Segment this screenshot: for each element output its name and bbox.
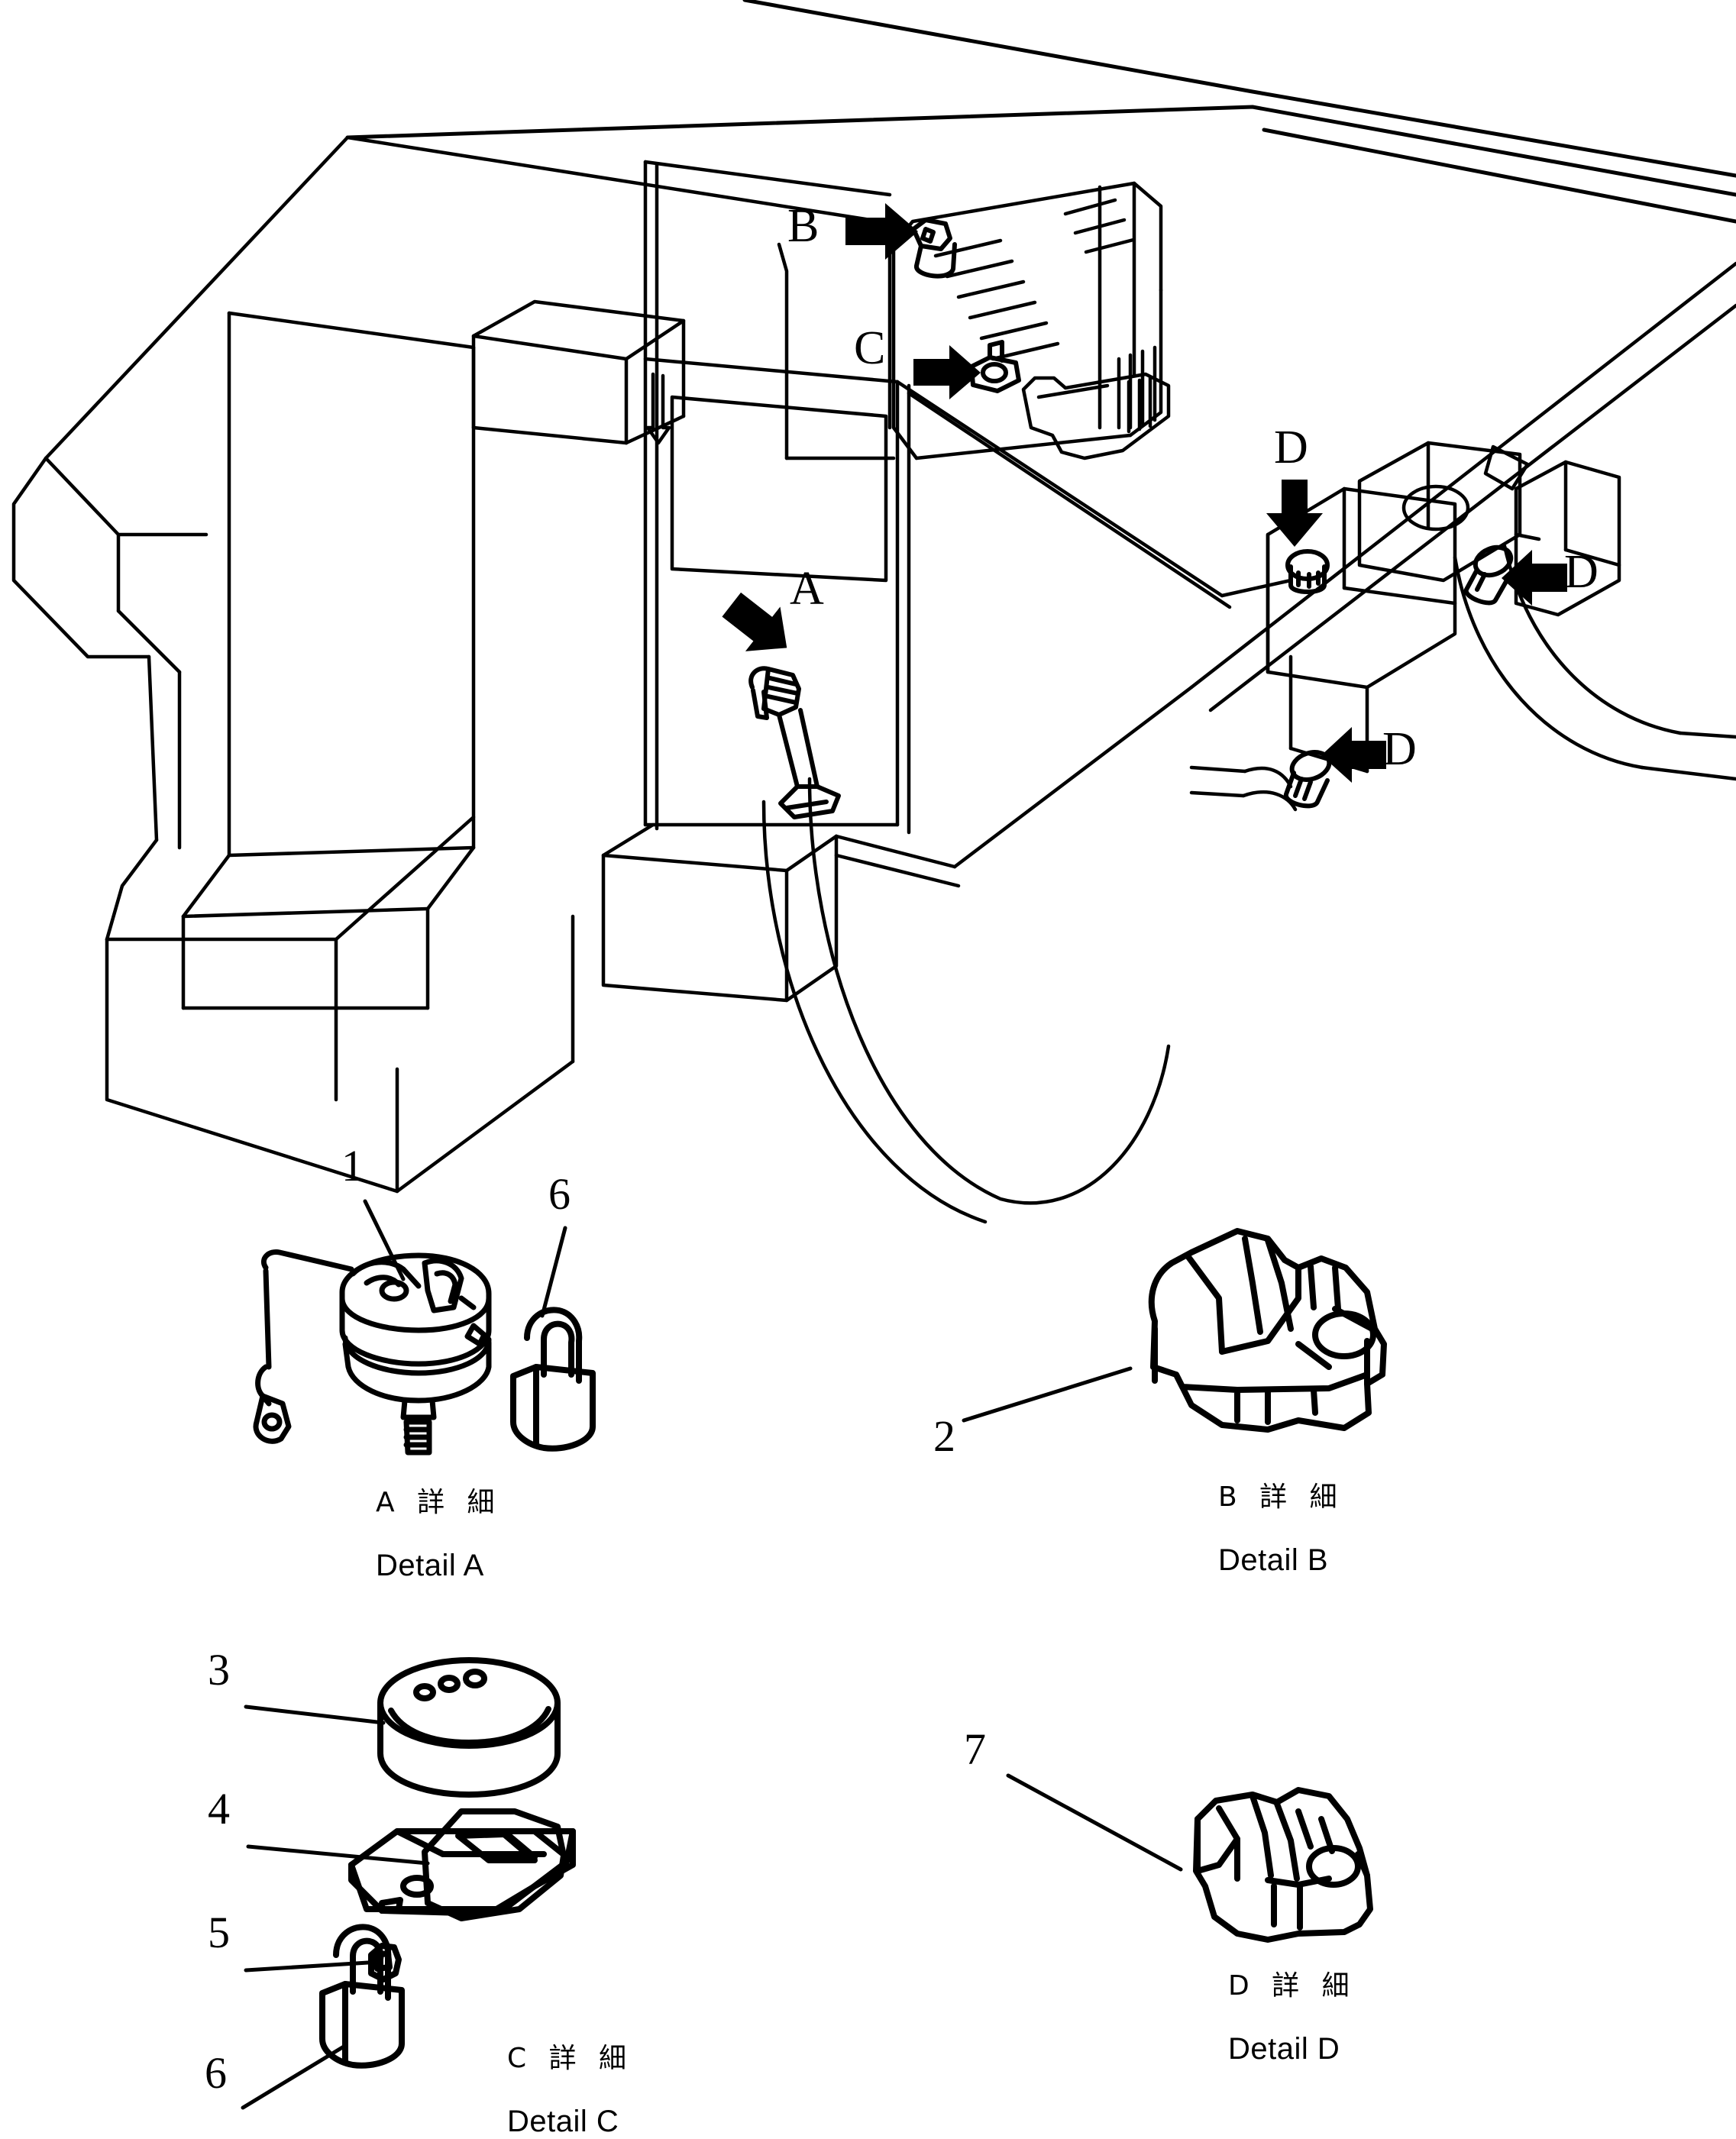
- callout-letter-d-right: D: [1564, 546, 1599, 598]
- part-number-6-detail-a: 6: [548, 1169, 571, 1219]
- detail-d-caption-jp: D 詳 細: [1228, 1969, 1356, 2002]
- callout-letter-d-lower: D: [1382, 723, 1417, 775]
- callout-arrows: [722, 203, 1567, 783]
- detail-d-caption: D 詳 細 Detail D: [1228, 1944, 1356, 2094]
- part-number-2: 2: [933, 1411, 955, 1461]
- callout-letter-a: A: [790, 563, 824, 615]
- callout-letter-c: C: [854, 322, 886, 374]
- part-number-6-detail-c: 6: [205, 2048, 227, 2098]
- callout-letter-b: B: [787, 200, 820, 252]
- detail-b-caption: B 詳 細 Detail B: [1218, 1455, 1344, 1605]
- part-number-5: 5: [208, 1908, 230, 1957]
- detail-b-caption-jp: B 詳 細: [1218, 1481, 1344, 1513]
- detail-c-caption-jp: C 詳 細: [507, 2042, 634, 2074]
- detail-a-caption-en: Detail A: [376, 1548, 484, 1582]
- part-number-3: 3: [208, 1645, 230, 1695]
- part-number-4: 4: [208, 1784, 230, 1834]
- detail-c-caption-en: Detail C: [507, 2104, 619, 2138]
- detail-c-artwork: [241, 1657, 576, 2110]
- detail-b-caption-en: Detail B: [1218, 1543, 1329, 1577]
- part-number-7: 7: [964, 1724, 986, 1774]
- padlock-c: [319, 1924, 405, 2069]
- part-number-1: 1: [341, 1141, 364, 1191]
- detail-c-caption: C 詳 細 Detail C: [507, 2016, 633, 2139]
- detail-a-artwork: [253, 1199, 596, 1456]
- detail-d-caption-en: Detail D: [1228, 2031, 1340, 2066]
- detail-b-artwork: [962, 1228, 1387, 1433]
- detail-d-artwork: [1006, 1773, 1373, 1943]
- detail-a-caption: A 詳 細 Detail A: [376, 1460, 502, 1611]
- callout-letter-d-top: D: [1274, 422, 1308, 473]
- machine-outline: [11, 0, 1736, 1224]
- padlock-a: [510, 1307, 596, 1452]
- detail-a-caption-jp: A 詳 細: [376, 1486, 502, 1518]
